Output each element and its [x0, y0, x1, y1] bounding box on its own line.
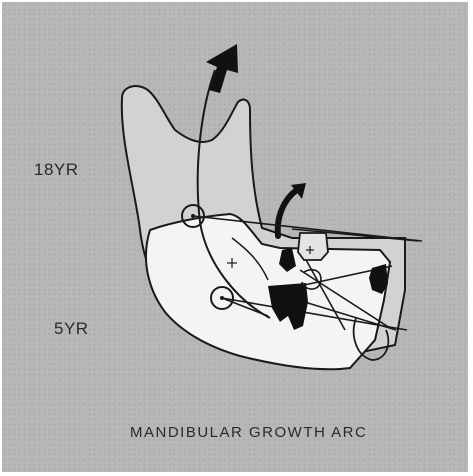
child-age-label: 5YR	[54, 319, 89, 339]
adult-molar	[298, 233, 328, 260]
adult-age-label: 18YR	[34, 160, 79, 180]
figure-caption: MANDIBULAR GROWTH ARC	[130, 424, 367, 441]
up-arrow-icon	[206, 44, 238, 93]
